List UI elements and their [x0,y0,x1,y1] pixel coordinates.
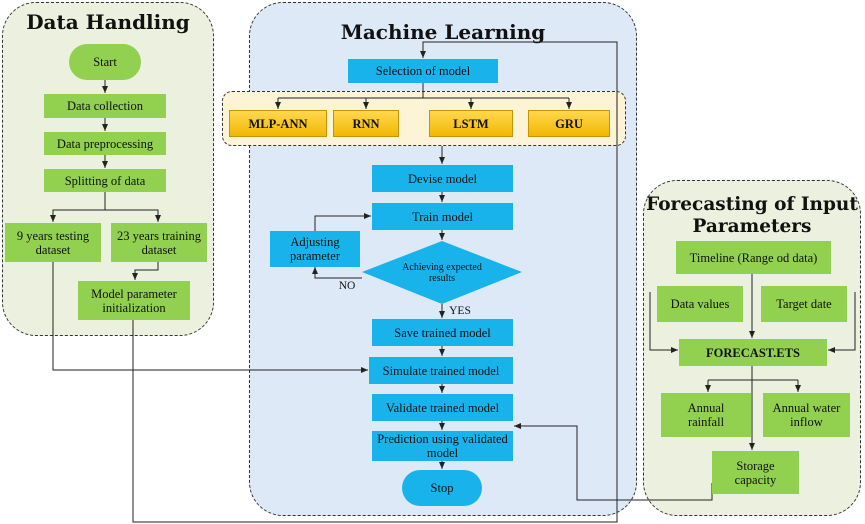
machine-learning-title: Machine Learning [340,20,546,44]
model-parameter-init-box: Model parameter initialization [78,281,190,320]
annual-rainfall-box: Annual rainfall [661,393,751,437]
annual-water-inflow-box: Annual water inflow [763,393,850,437]
start-terminal: Start [69,44,141,80]
decision-text: Achieving expected results [402,261,482,285]
data-handling-title: Data Handling [26,10,190,34]
splitting-data-box: Splitting of data [44,169,166,192]
adjusting-parameter-box: Adjusting parameter [270,231,360,267]
save-trained-model-box: Save trained model [372,319,513,346]
validate-trained-model-box: Validate trained model [372,394,513,421]
no-label: NO [338,279,356,292]
yes-label: YES [449,304,471,317]
storage-capacity-box: Storage capacity [712,451,799,494]
train-model-box: Train model [372,203,513,230]
data-collection-box: Data collection [44,94,166,118]
testing-dataset-box: 9 years testing dataset [5,223,101,262]
selection-of-model-box: Selection of model [348,59,498,83]
model-lstm: LSTM [429,110,513,137]
model-gru: GRU [528,110,610,137]
simulate-trained-model-box: Simulate trained model [369,357,513,384]
model-mlp-ann: MLP-ANN [229,110,327,137]
forecasting-title: Forecasting of Input Parameters [646,194,858,238]
stop-terminal: Stop [402,470,482,506]
data-values-box: Data values [657,286,743,322]
training-dataset-box: 23 years training dataset [111,223,207,262]
model-rnn: RNN [333,110,399,137]
devise-model-box: Devise model [372,165,513,192]
timeline-box: Timeline (Range od data) [676,241,831,274]
forecast-ets-box: FORECAST.ETS [679,339,827,366]
data-preprocessing-box: Data preprocessing [44,132,166,155]
target-date-box: Target date [761,286,847,322]
prediction-box: Prediction using validated model [372,431,513,461]
